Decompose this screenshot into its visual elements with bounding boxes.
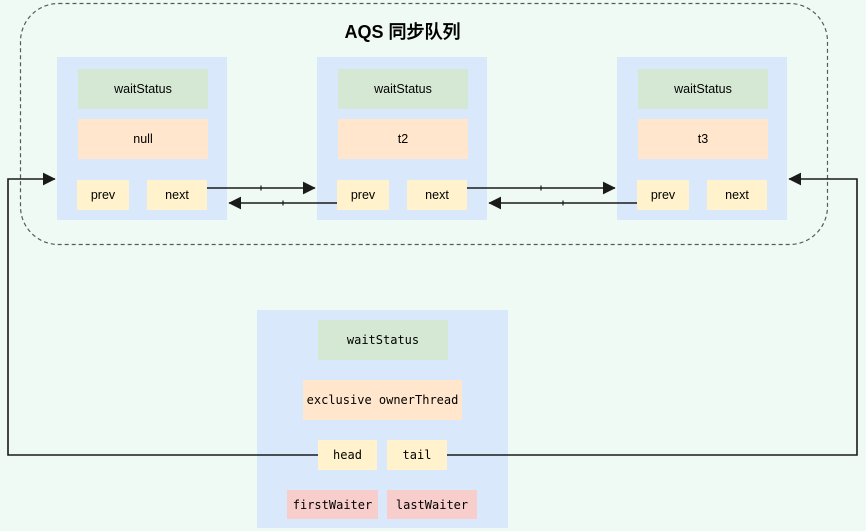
tail-connector-arrow	[447, 172, 858, 456]
wait-status-cell: waitStatus	[638, 69, 768, 109]
queue-node-3: waitStatus t3 prev next	[617, 57, 787, 220]
queue-node-1: waitStatus null prev next	[57, 57, 227, 220]
last-waiter-cell: lastWaiter	[387, 490, 477, 519]
thread-cell: t2	[338, 119, 468, 159]
wait-status-cell: waitStatus	[318, 320, 448, 360]
prev-pointer-cell: prev	[337, 180, 389, 210]
prev-pointer-cell: prev	[637, 180, 689, 210]
tail-pointer-cell: tail	[387, 440, 447, 470]
aqs-object-box: waitStatus exclusive ownerThread head ta…	[257, 310, 508, 528]
thread-cell: t3	[638, 119, 768, 159]
thread-cell: null	[78, 119, 208, 159]
head-pointer-cell: head	[318, 440, 377, 470]
queue-node-2: waitStatus t2 prev next	[317, 57, 487, 220]
wait-status-cell: waitStatus	[78, 69, 208, 109]
exclusive-owner-thread-cell: exclusive ownerThread	[303, 380, 462, 420]
next-pointer-cell: next	[407, 180, 467, 210]
wait-status-cell: waitStatus	[338, 69, 468, 109]
next-pointer-cell: next	[707, 180, 767, 210]
next-pointer-cell: next	[147, 180, 207, 210]
first-waiter-cell: firstWaiter	[287, 490, 378, 519]
prev-pointer-cell: prev	[77, 180, 129, 210]
diagram-title: AQS 同步队列	[344, 22, 461, 42]
